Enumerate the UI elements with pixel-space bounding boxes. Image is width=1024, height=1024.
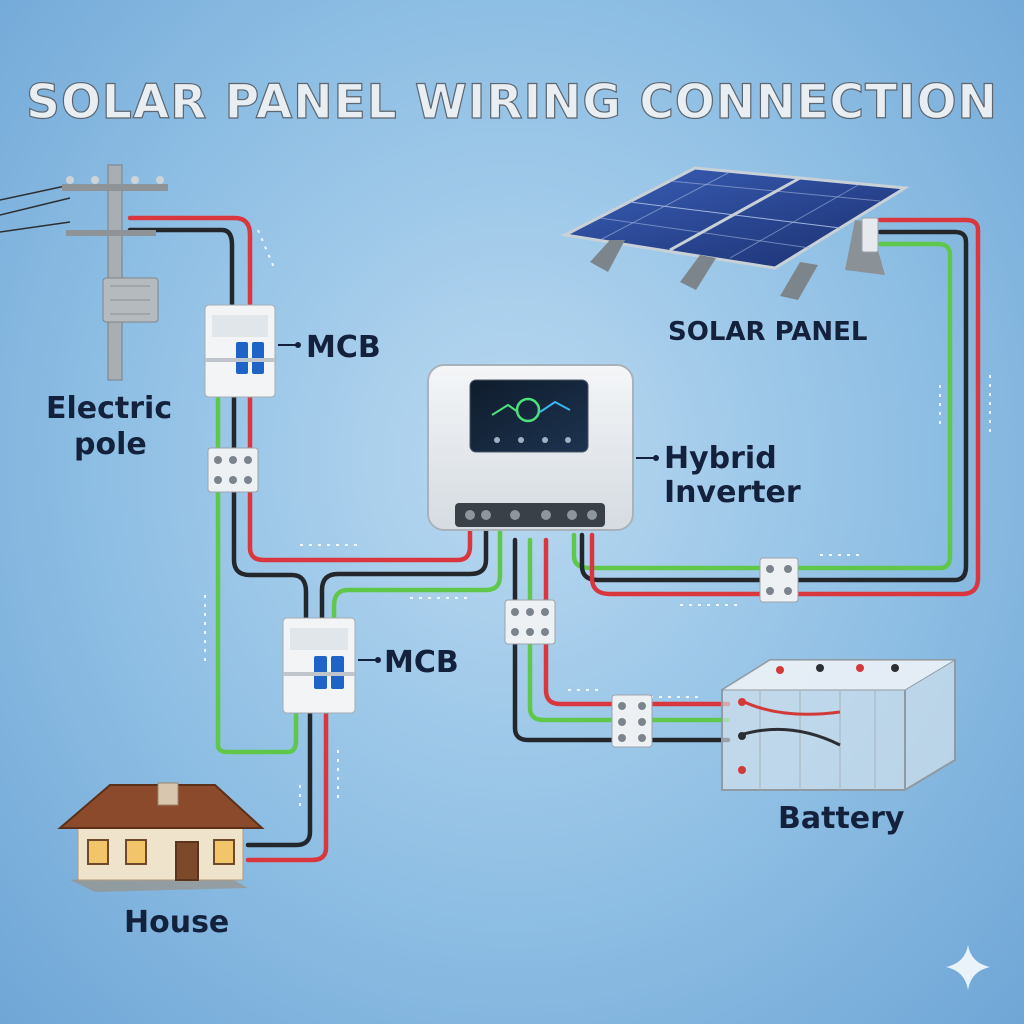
hybrid-inverter-label-line1: Hybrid <box>664 441 777 476</box>
electric-pole-label-line2: pole <box>74 427 147 462</box>
hybrid-inverter-icon <box>427 364 634 531</box>
wire-inverter-neutral-to-lower <box>319 527 489 623</box>
terminal-block-battery <box>611 694 653 748</box>
wire-battery-earth <box>527 537 731 723</box>
wire-mcb-live-to-inverter <box>247 392 473 563</box>
wire-solar-neutral <box>579 229 969 583</box>
terminal-block-center <box>504 599 556 645</box>
wire-house-neutral <box>245 709 313 848</box>
wire-pole-neutral <box>127 227 235 311</box>
wire-house-live <box>245 709 329 863</box>
terminal-block-left <box>207 447 259 493</box>
flow-indicators <box>204 229 991 810</box>
mcb-breaker-top <box>204 304 276 398</box>
wire-solar-live <box>589 217 981 597</box>
hybrid-inverter-label-line2: Inverter <box>664 475 801 510</box>
terminal-block-solar <box>759 557 799 603</box>
wire-mcb-neutral-to-lower <box>231 392 309 623</box>
wire-battery-neutral <box>512 537 731 743</box>
solar-panel-label: SOLAR PANEL <box>668 317 867 347</box>
solar-panel-icon <box>560 166 910 300</box>
electric-pole-icon <box>0 164 168 381</box>
battery-bank-icon <box>720 659 957 791</box>
wire-solar-earth <box>571 241 953 571</box>
house-label: House <box>124 905 229 940</box>
wire-pole-live <box>127 215 253 311</box>
mcb-top-label: MCB <box>306 330 381 365</box>
electric-pole-label-line1: Electric <box>46 391 172 426</box>
mcb-breaker-bottom <box>282 617 356 714</box>
sparkle-icon <box>946 945 990 990</box>
house-icon <box>57 782 265 892</box>
battery-label: Battery <box>778 801 905 836</box>
wire-battery-live <box>543 537 731 707</box>
mcb-bottom-label: MCB <box>384 645 459 680</box>
wire-earth-left <box>215 392 299 755</box>
wiring <box>127 215 981 863</box>
wire-inverter-earth-to-lower <box>331 527 503 623</box>
diagram-title: SOLAR PANEL WIRING CONNECTION <box>26 75 998 130</box>
